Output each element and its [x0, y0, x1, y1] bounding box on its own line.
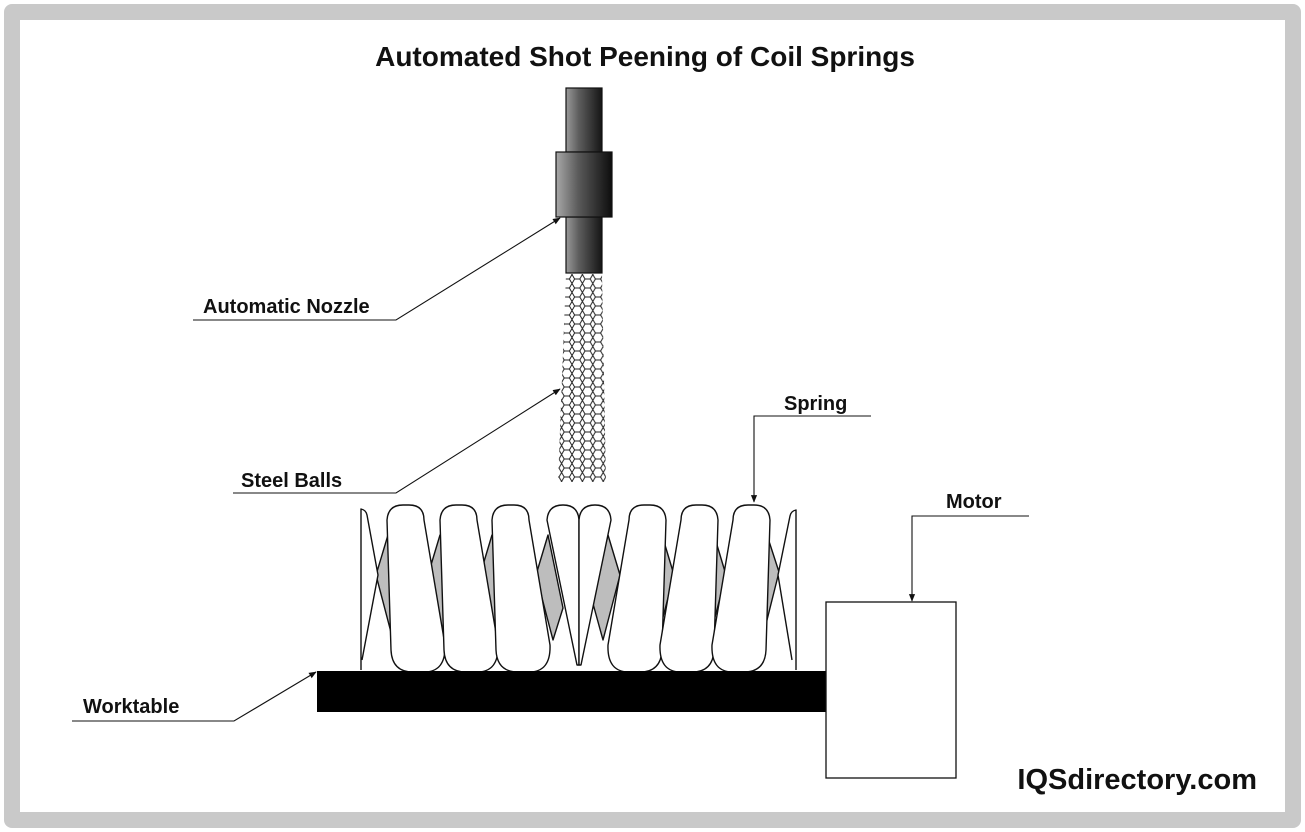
leader-lines	[72, 217, 1029, 722]
brand-watermark: IQSdirectory.com	[1017, 764, 1257, 796]
steel-balls-stream	[558, 274, 606, 482]
spring-leader	[750, 415, 871, 503]
motor-leader	[908, 515, 1029, 602]
steel-balls-leader	[233, 388, 561, 494]
nozzle-upper-tube	[565, 87, 603, 153]
label-worktable: Worktable	[83, 696, 179, 718]
automatic-nozzle	[555, 87, 613, 274]
label-motor: Motor	[946, 491, 1002, 513]
steel-balls	[558, 274, 606, 482]
label-automatic-nozzle: Automatic Nozzle	[203, 296, 370, 318]
worktable	[317, 671, 827, 712]
label-steel-balls: Steel Balls	[241, 470, 342, 492]
motor	[825, 601, 957, 779]
nozzle-collar	[555, 151, 613, 218]
nozzle-lower-tube	[565, 216, 603, 274]
worktable-leader	[72, 671, 317, 722]
label-spring: Spring	[784, 393, 847, 415]
coil-spring	[360, 504, 797, 673]
nozzle-leader	[193, 217, 561, 321]
diagram-title: Automated Shot Peening of Coil Springs	[375, 41, 915, 72]
